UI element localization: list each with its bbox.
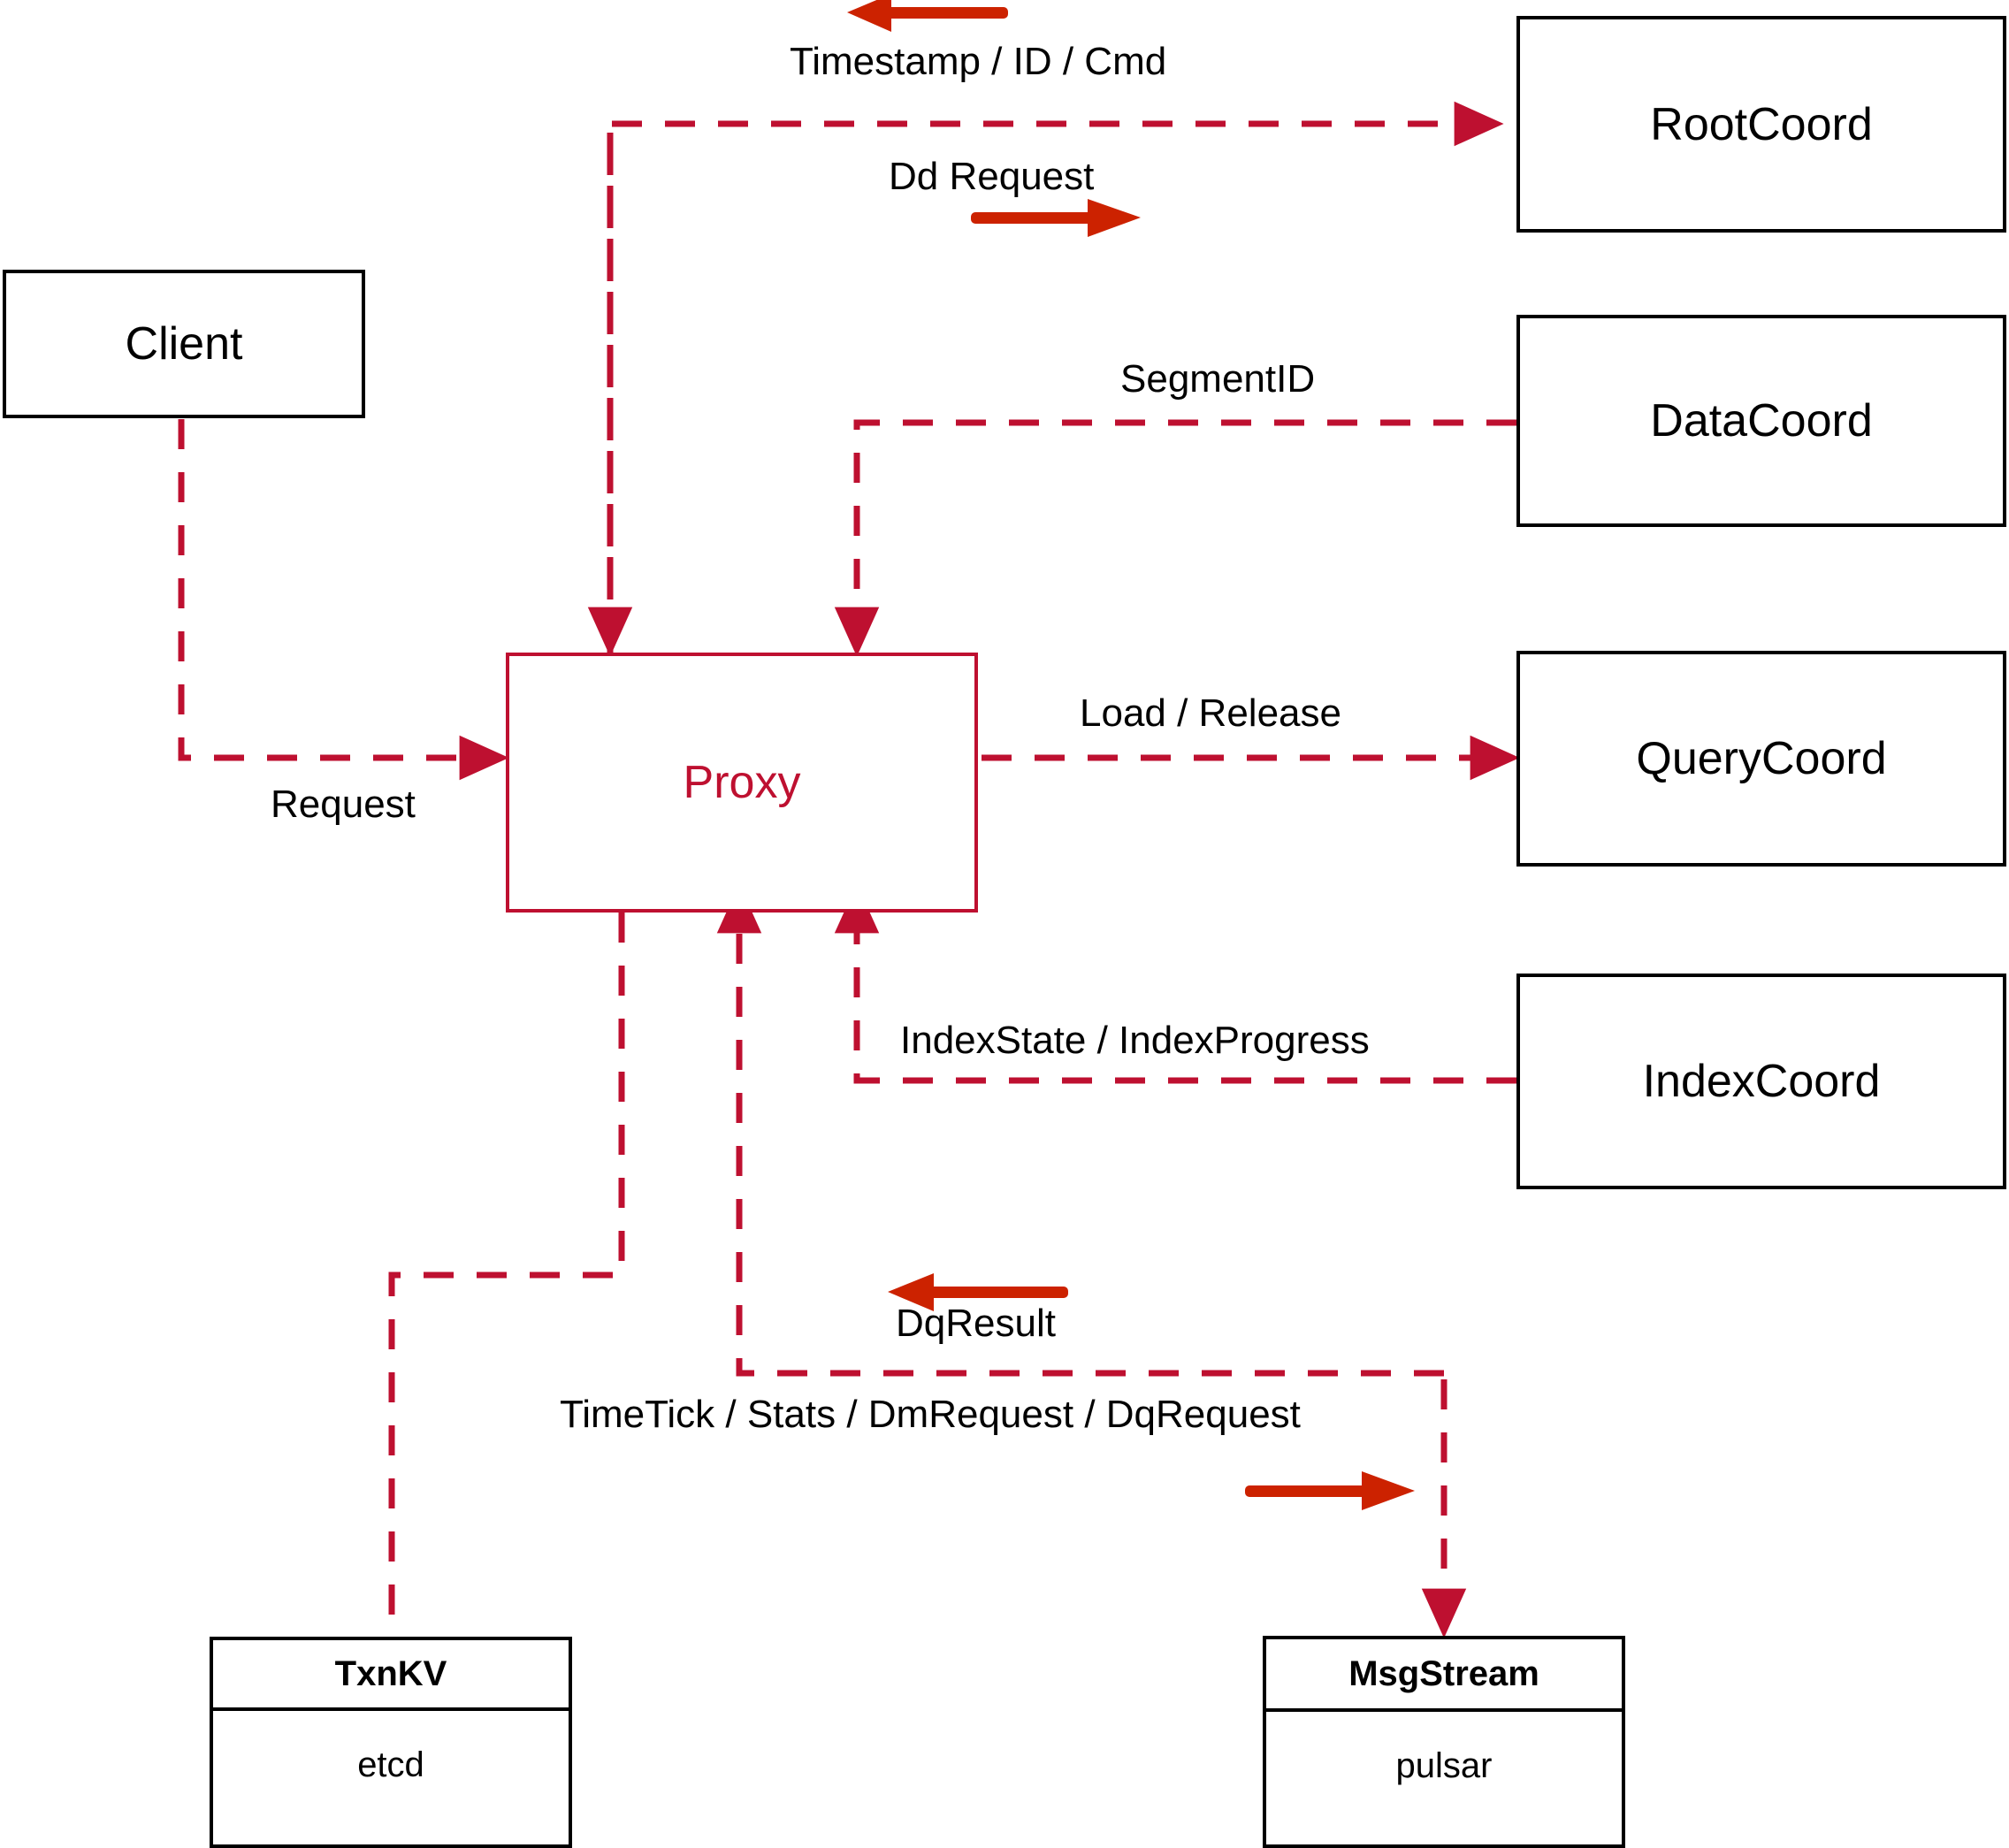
edge-proxy-rootcoord <box>607 101 1504 653</box>
edge-proxy-txnkv <box>388 913 625 1637</box>
edge-label-segmentid: SegmentID <box>1120 357 1316 401</box>
node-msgstream-body: pulsar <box>1266 1712 1622 1844</box>
node-indexcoord[interactable]: IndexCoord <box>1516 974 2006 1189</box>
edge-label-dqresult: DqResult <box>896 1302 1056 1345</box>
direction-arrow-left-timestamp <box>847 0 1008 32</box>
edge-indexcoord-proxy <box>834 883 1516 1084</box>
edge-label-indexstate-indexprogress: IndexState / IndexProgress <box>900 1019 1370 1062</box>
edge-label-dd-request: Dd Request <box>889 155 1095 198</box>
edge-label-timetick-stats-dmrequest-dqrequest: TimeTick / Stats / DmRequest / DqRequest <box>560 1393 1301 1436</box>
node-rootcoord[interactable]: RootCoord <box>1516 16 2006 233</box>
node-txnkv-impl: etcd <box>357 1745 424 1784</box>
node-proxy-label: Proxy <box>683 757 801 808</box>
node-msgstream[interactable]: MsgStream pulsar <box>1263 1636 1625 1848</box>
dashed-edges <box>178 101 1520 1638</box>
node-msgstream-impl: pulsar <box>1395 1745 1493 1785</box>
direction-indicator-arrows <box>847 0 1415 1510</box>
edge-datacoord-proxy <box>834 419 1516 657</box>
node-txnkv[interactable]: TxnKV etcd <box>210 1637 572 1848</box>
node-txnkv-body: etcd <box>213 1711 569 1844</box>
edge-label-timestamp-id-cmd: Timestamp / ID / Cmd <box>790 40 1167 83</box>
direction-arrow-right-timetick <box>1245 1471 1415 1510</box>
node-client[interactable]: Client <box>3 270 365 418</box>
node-proxy[interactable]: Proxy <box>506 653 978 913</box>
node-txnkv-header: TxnKV <box>213 1640 569 1711</box>
direction-arrow-right-ddrequest <box>971 199 1141 237</box>
edge-label-request: Request <box>271 783 416 826</box>
direction-arrow-left-dqresult <box>888 1273 1068 1311</box>
node-datacoord[interactable]: DataCoord <box>1516 315 2006 527</box>
edge-msgstream-proxy <box>716 883 1444 1377</box>
node-msgstream-title: MsgStream <box>1348 1653 1539 1693</box>
node-client-label: Client <box>125 318 243 370</box>
edge-label-load-release: Load / Release <box>1080 691 1341 735</box>
node-querycoord-label: QueryCoord <box>1636 733 1887 784</box>
edge-client-proxy <box>178 419 509 781</box>
node-indexcoord-label: IndexCoord <box>1642 1056 1881 1107</box>
node-querycoord[interactable]: QueryCoord <box>1516 651 2006 867</box>
node-datacoord-label: DataCoord <box>1650 395 1873 447</box>
node-msgstream-header: MsgStream <box>1266 1639 1622 1712</box>
node-txnkv-title: TxnKV <box>334 1653 447 1693</box>
node-rootcoord-label: RootCoord <box>1650 98 1873 150</box>
